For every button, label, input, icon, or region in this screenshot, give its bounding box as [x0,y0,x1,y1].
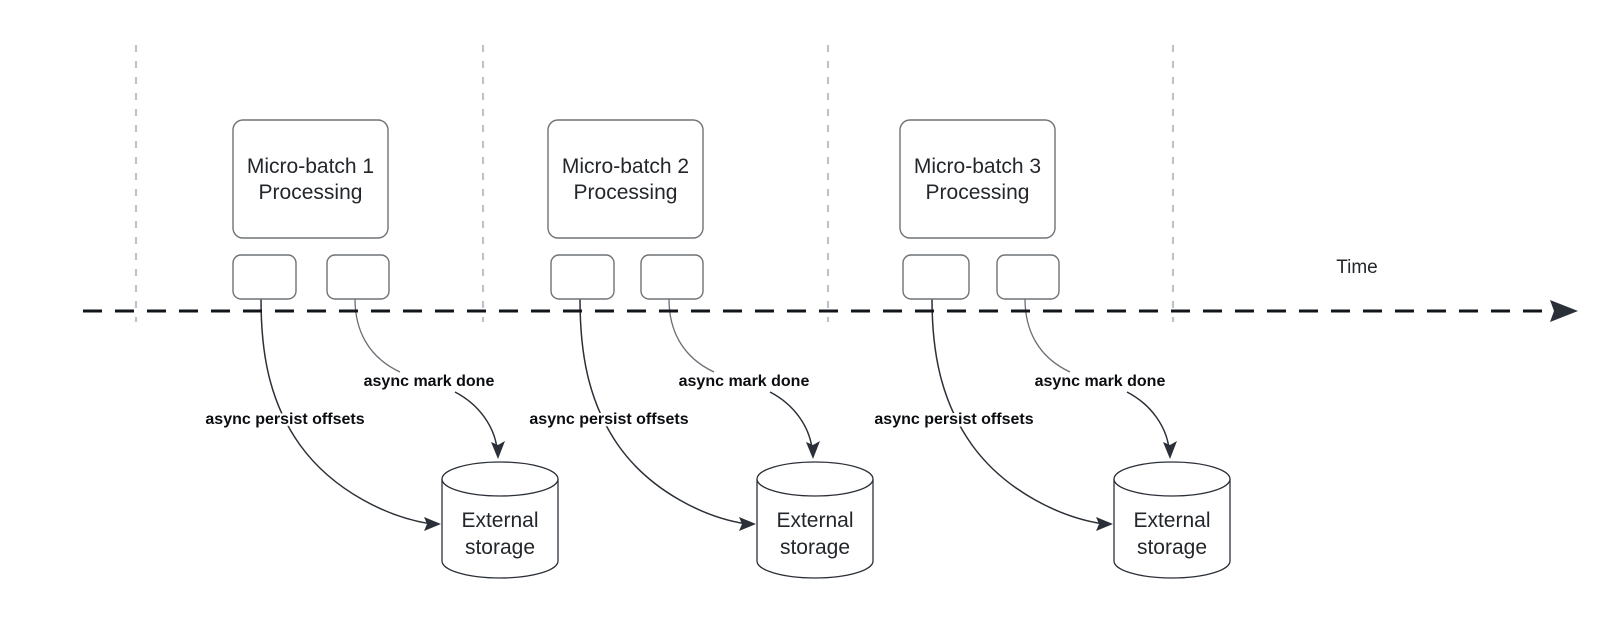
async-persist-offsets-label-3: async persist offsets [874,411,1033,428]
async-persist-offsets-label-1: async persist offsets [205,411,364,428]
micro-batch-group-2: Micro-batch 2 Processing External storag… [527,119,874,579]
time-axis: Time [83,257,1578,322]
external-storage-3-label-line1: External [1133,509,1210,532]
micro-batch-2-label-line1: Micro-batch 2 [562,155,689,178]
external-storage-2-label-line1: External [776,509,853,532]
external-storage-1-label-line2: storage [465,536,535,559]
micro-batch-1-label-line1: Micro-batch 1 [247,155,374,178]
persist-offsets-arrowhead-1 [424,517,441,531]
mark-done-curve-2b [769,391,813,449]
external-storage-2[interactable]: External storage [756,461,874,579]
external-storage-1-label-line1: External [461,509,538,532]
mark-done-curve-2a [668,298,715,373]
micro-batch-1-task-left[interactable] [232,254,297,300]
persist-offsets-curve-1 [260,298,433,525]
micro-batch-2-box[interactable] [547,119,704,239]
external-storage-2-label-line2: storage [780,536,850,559]
time-axis-label: Time [1336,257,1378,278]
persist-offsets-curve-3 [931,298,1105,525]
external-storage-3-body [1113,479,1231,579]
micro-batch-group-3: Micro-batch 3 Processing External storag… [872,119,1231,579]
micro-batch-group-1: Micro-batch 1 Processing External storag… [203,119,559,579]
mark-done-arrowhead-1 [491,441,505,459]
external-storage-2-body [756,479,874,579]
micro-batch-1-label-line2: Processing [259,181,363,204]
external-storage-2-top [756,461,874,497]
micro-batch-3-task-left[interactable] [902,254,970,300]
group-3-connectors [931,298,1177,531]
persist-offsets-arrowhead-2 [739,517,756,531]
external-storage-3-top [1113,461,1231,497]
async-mark-done-label-2: async mark done [679,373,810,390]
micro-batch-1-task-right[interactable] [326,254,390,300]
micro-batch-3-task-right[interactable] [996,254,1060,300]
mark-done-curve-1a [354,298,401,373]
external-storage-1-body [441,479,559,579]
micro-batch-3-box[interactable] [899,119,1056,239]
async-mark-done-label-3: async mark done [1035,373,1166,390]
group-1-connectors [260,298,505,531]
micro-batch-3-label-line2: Processing [926,181,1030,204]
persist-offsets-arrowhead-3 [1096,517,1113,531]
external-storage-3[interactable]: External storage [1113,461,1231,579]
micro-batch-2-task-left[interactable] [550,254,615,300]
mark-done-arrowhead-3 [1163,441,1177,459]
external-storage-3-label-line2: storage [1137,536,1207,559]
group-2-connectors [579,298,820,531]
micro-batch-3-label-line1: Micro-batch 3 [914,155,1041,178]
external-storage-1-top [441,461,559,497]
persist-offsets-curve-2 [579,298,748,525]
mark-done-curve-3a [1024,298,1071,373]
micro-batch-2-label-line2: Processing [574,181,678,204]
micro-batch-1-box[interactable] [232,119,389,239]
separator-lines [134,45,1175,322]
external-storage-1[interactable]: External storage [441,461,559,579]
time-axis-arrowhead [1550,300,1578,322]
mark-done-curve-1b [454,391,498,449]
async-mark-done-label-1: async mark done [364,373,495,390]
async-persist-offsets-label-2: async persist offsets [529,411,688,428]
micro-batch-2-task-right[interactable] [640,254,704,300]
mark-done-arrowhead-2 [806,441,820,459]
mark-done-curve-3b [1126,391,1170,449]
